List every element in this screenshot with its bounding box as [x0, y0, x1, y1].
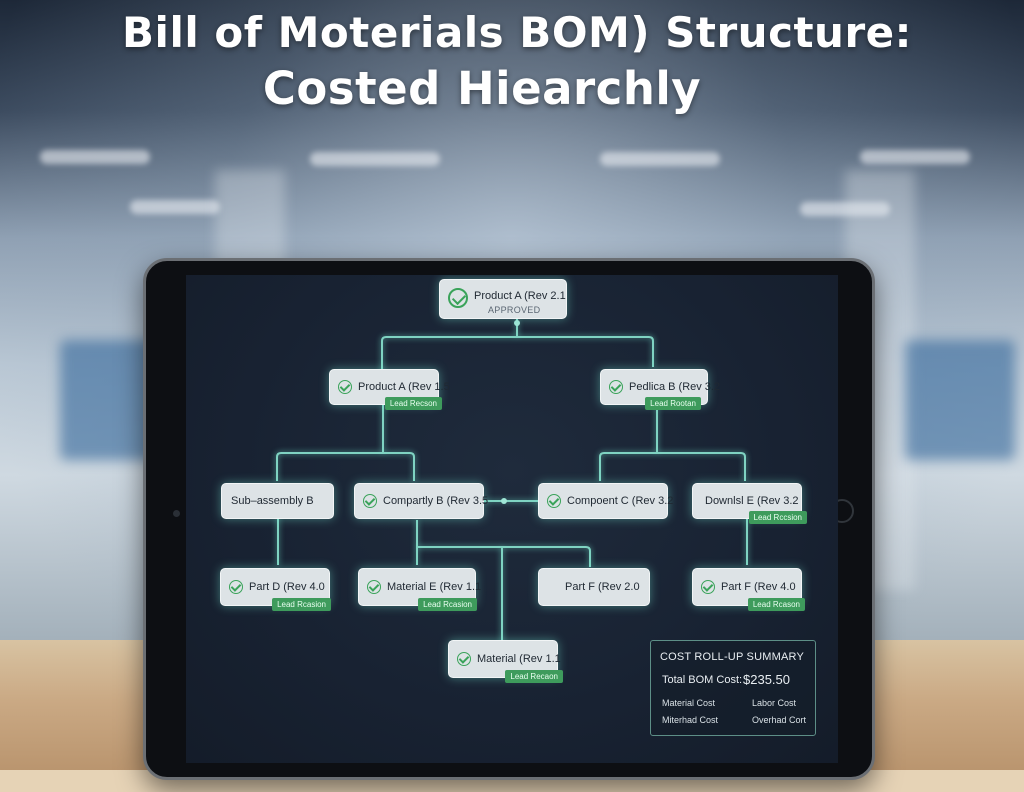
- ceiling-light: [130, 200, 220, 214]
- total-bom-cost-value: $235.50: [743, 672, 790, 687]
- node-label: Material E (Rev 1.1: [387, 581, 482, 593]
- approved-check-icon: [448, 288, 468, 308]
- node-pedlica-b[interactable]: Pedlica B (Rev 3.2 Lead Rootan: [600, 369, 720, 410]
- node-label: Part F (Rev 4.0: [721, 581, 796, 593]
- node-label: Part F (Rev 2.0: [565, 581, 640, 593]
- node-part-d[interactable]: Part D (Rev 4.0 Lead Rcasion: [220, 568, 331, 611]
- overhead-cost-label: Overhad Cort: [752, 715, 807, 725]
- check-icon: [547, 494, 561, 508]
- revision-badge: Lead Recaon: [505, 670, 563, 683]
- revision-badge: Lead Rcasion: [418, 598, 477, 611]
- revision-badge: Lead Rccsion: [748, 511, 807, 524]
- ceiling-light: [800, 202, 890, 216]
- revision-badge: Lead Rcasion: [272, 598, 331, 611]
- tablet-device: Product A (Rev 2.1 APPROVED Product A (R…: [143, 258, 875, 780]
- node-downlsl-e[interactable]: Downlsl E (Rev 3.2 Lead Rccsion: [692, 483, 807, 524]
- miterial-cost-label: Miterhad Cost: [662, 715, 719, 725]
- tablet-camera: [173, 510, 180, 517]
- connector-junction: [514, 320, 520, 326]
- bom-connectors: [276, 319, 748, 648]
- ceiling-light: [40, 150, 150, 164]
- node-label: Part D (Rev 4.0: [249, 581, 325, 593]
- page-title-line-1: Bill of Moterials BOM) Structure:: [122, 8, 912, 57]
- background-ceiling-lights: [0, 130, 1024, 250]
- check-icon: [338, 380, 352, 394]
- node-part-f-rev-2[interactable]: Part F (Rev 2.0: [538, 568, 650, 606]
- material-cost-label: Material Cost: [662, 698, 716, 708]
- node-material[interactable]: Material (Rev 1.1 Lead Recaon: [448, 640, 563, 683]
- revision-badge: Lead Recson: [384, 397, 442, 410]
- connector-level1-left-to-children: [276, 405, 415, 481]
- ceiling-light: [600, 152, 720, 166]
- node-label: Product A (Rev 1.5: [358, 381, 450, 393]
- ceiling-light: [310, 152, 440, 166]
- node-label: Product A (Rev 2.1: [474, 290, 566, 302]
- revision-badge: Lead Rootan: [645, 397, 701, 410]
- status-approved: APPROVED: [488, 305, 541, 315]
- node-sub-assembly-b[interactable]: Sub–assembly B: [221, 483, 334, 519]
- check-icon: [229, 580, 243, 594]
- connector-root-to-level1: [381, 319, 654, 376]
- background-machine: [905, 340, 1015, 460]
- connector-junction: [501, 498, 507, 504]
- labor-cost-label: Labor Cost: [752, 698, 797, 708]
- node-compoent-c[interactable]: Compoent C (Rev 3.2: [538, 483, 673, 519]
- node-label: Downlsl E (Rev 3.2: [705, 495, 799, 507]
- node-label: Material (Rev 1.1: [477, 653, 561, 665]
- node-label: Compartly B (Rev 3.5: [383, 495, 489, 507]
- node-compartly-b[interactable]: Compartly B (Rev 3.5: [354, 483, 488, 519]
- cost-summary-title: COST ROLL-UP SUMMARY: [660, 651, 804, 663]
- node-part-f-rev-4[interactable]: Part F (Rev 4.0 Lead Rcason: [692, 568, 805, 611]
- page-title-line-2: Costed Hiearchly: [262, 62, 702, 115]
- node-root-product[interactable]: Product A (Rev 2.1 APPROVED: [439, 279, 567, 319]
- connector-level1-right-to-children: [599, 405, 746, 481]
- total-bom-cost-label: Total BOM Cost:: [662, 674, 743, 686]
- node-label: Compoent C (Rev 3.2: [567, 495, 674, 507]
- node-product-a[interactable]: Product A (Rev 1.5 Lead Recson: [329, 369, 450, 410]
- check-icon: [701, 580, 715, 594]
- node-label: Sub–assembly B: [231, 495, 314, 507]
- check-icon: [363, 494, 377, 508]
- check-icon: [367, 580, 381, 594]
- bom-diagram-screen: Product A (Rev 2.1 APPROVED Product A (R…: [186, 275, 838, 763]
- check-icon: [457, 652, 471, 666]
- revision-badge: Lead Rcason: [747, 598, 805, 611]
- check-icon: [609, 380, 623, 394]
- ceiling-light: [860, 150, 970, 164]
- cost-rollup-summary: COST ROLL-UP SUMMARY Total BOM Cost: $23…: [650, 640, 816, 736]
- connector-comp-b-to-materials: [416, 520, 591, 648]
- node-label: Pedlica B (Rev 3.2: [629, 381, 721, 393]
- node-material-e[interactable]: Material E (Rev 1.1 Lead Rcasion: [358, 568, 481, 611]
